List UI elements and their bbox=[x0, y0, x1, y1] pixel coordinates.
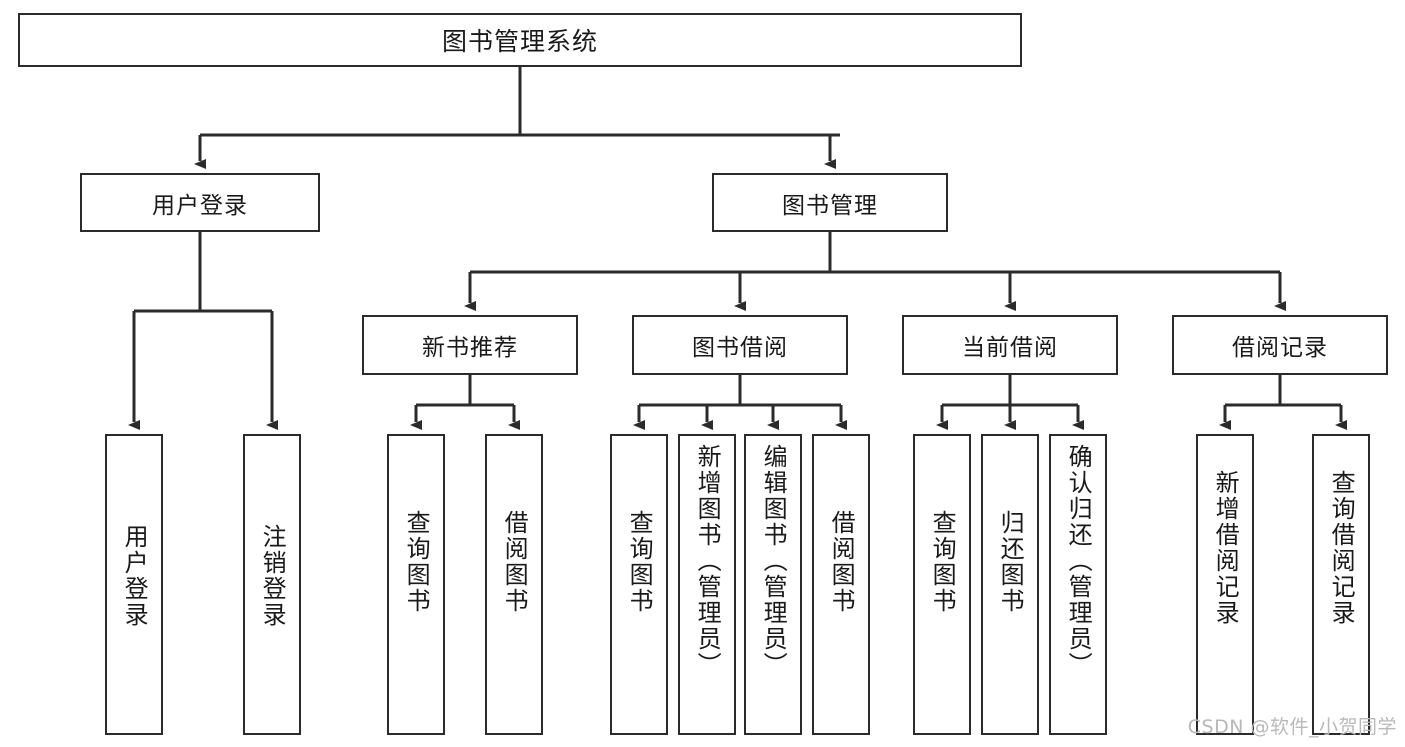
node-leaf-add-record-label: 新增借阅记录 bbox=[1211, 470, 1240, 626]
node-leaf-return-book-label: 归还图书 bbox=[996, 510, 1025, 614]
node-leaf-query-record-label: 查询借阅记录 bbox=[1327, 470, 1356, 626]
node-leaf-query-book-2-label: 查询图书 bbox=[625, 510, 654, 614]
node-leaf-logout-login[interactable]: 注销登录 bbox=[243, 434, 301, 735]
node-user-login[interactable]: 用户登录 bbox=[80, 173, 320, 232]
node-leaf-query-book-1[interactable]: 查询图书 bbox=[387, 434, 445, 735]
node-leaf-user-login-label: 用户登录 bbox=[120, 524, 149, 628]
node-book-manage[interactable]: 图书管理 bbox=[712, 173, 948, 232]
node-leaf-borrow-book-1-label: 借阅图书 bbox=[500, 510, 529, 614]
node-leaf-borrow-book-1[interactable]: 借阅图书 bbox=[485, 434, 543, 735]
node-leaf-query-book-2[interactable]: 查询图书 bbox=[610, 434, 668, 735]
node-leaf-return-book[interactable]: 归还图书 bbox=[981, 434, 1039, 735]
node-root-label: 图书管理系统 bbox=[441, 27, 598, 56]
node-book-borrow[interactable]: 图书借阅 bbox=[632, 315, 848, 375]
node-leaf-query-book-1-label: 查询图书 bbox=[402, 510, 431, 614]
node-leaf-add-record[interactable]: 新增借阅记录 bbox=[1196, 434, 1254, 735]
node-leaf-logout-login-label: 注销登录 bbox=[258, 524, 287, 628]
node-new-book-recommend-label: 新书推荐 bbox=[422, 335, 518, 361]
node-borrow-record[interactable]: 借阅记录 bbox=[1172, 315, 1388, 375]
node-leaf-add-book[interactable]: 新增图书（管理员） bbox=[678, 434, 736, 735]
node-leaf-query-book-3[interactable]: 查询图书 bbox=[913, 434, 971, 735]
node-leaf-edit-book[interactable]: 编辑图书（管理员） bbox=[744, 434, 802, 735]
node-new-book-recommend[interactable]: 新书推荐 bbox=[362, 315, 578, 375]
node-current-borrow-label: 当前借阅 bbox=[962, 335, 1058, 361]
node-leaf-query-record[interactable]: 查询借阅记录 bbox=[1312, 434, 1370, 735]
node-current-borrow[interactable]: 当前借阅 bbox=[902, 315, 1118, 375]
node-leaf-borrow-book-2-label: 借阅图书 bbox=[827, 510, 856, 614]
csdn-watermark: CSDN @软件_小贺同学 bbox=[1187, 716, 1397, 738]
node-user-login-label: 用户登录 bbox=[152, 192, 248, 219]
node-leaf-add-book-label: 新增图书（管理员） bbox=[693, 444, 722, 678]
node-leaf-query-book-3-label: 查询图书 bbox=[928, 510, 957, 614]
node-leaf-borrow-book-2[interactable]: 借阅图书 bbox=[812, 434, 870, 735]
node-root[interactable]: 图书管理系统 bbox=[18, 13, 1022, 67]
node-borrow-record-label: 借阅记录 bbox=[1232, 335, 1328, 361]
node-leaf-confirm-return[interactable]: 确认归还（管理员） bbox=[1049, 434, 1107, 735]
node-leaf-confirm-return-label: 确认归还（管理员） bbox=[1064, 444, 1093, 678]
node-leaf-user-login[interactable]: 用户登录 bbox=[105, 434, 163, 735]
node-book-manage-label: 图书管理 bbox=[782, 192, 878, 219]
node-leaf-edit-book-label: 编辑图书（管理员） bbox=[759, 444, 788, 678]
node-book-borrow-label: 图书借阅 bbox=[692, 335, 788, 361]
